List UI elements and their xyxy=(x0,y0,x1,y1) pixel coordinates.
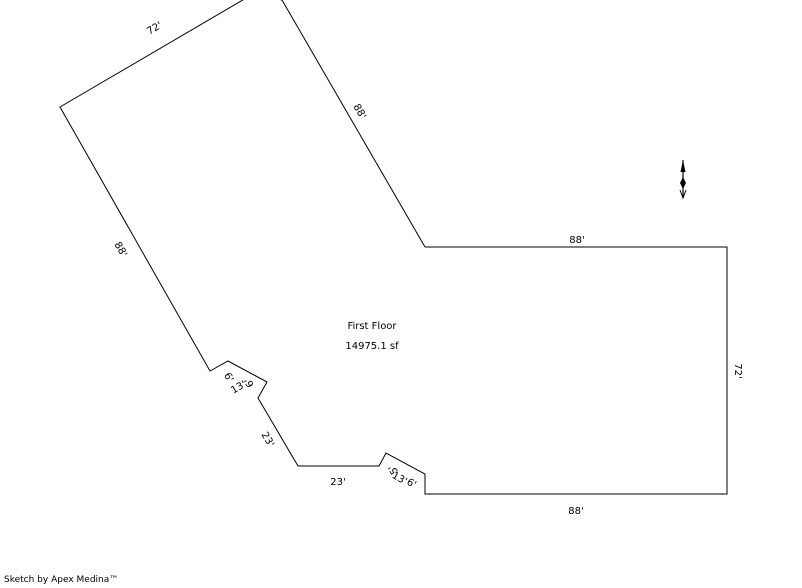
dim-left-diagonal: 88' xyxy=(112,240,129,259)
sketch-credit: Sketch by Apex Medina™ xyxy=(4,575,119,585)
dim-notch1-a: 6' xyxy=(221,371,235,384)
floor-sketch: First Floor 14975.1 sf 72' 88' 88' 88' 7… xyxy=(59,0,743,517)
dim-top-right: 88' xyxy=(569,235,584,246)
dim-right: 72' xyxy=(732,363,743,378)
floor-outline xyxy=(59,0,728,495)
dim-top-left: 72' xyxy=(145,20,164,37)
area-label: First Floor xyxy=(347,321,397,332)
dim-lower-horizontal: 23' xyxy=(330,477,345,488)
dim-lower-diagonal: 23' xyxy=(259,430,276,449)
dim-top-diagonal: 88' xyxy=(351,102,368,121)
north-arrow-icon xyxy=(679,160,687,200)
dim-bottom: 88' xyxy=(568,506,583,517)
area-value: 14975.1 sf xyxy=(345,341,399,352)
